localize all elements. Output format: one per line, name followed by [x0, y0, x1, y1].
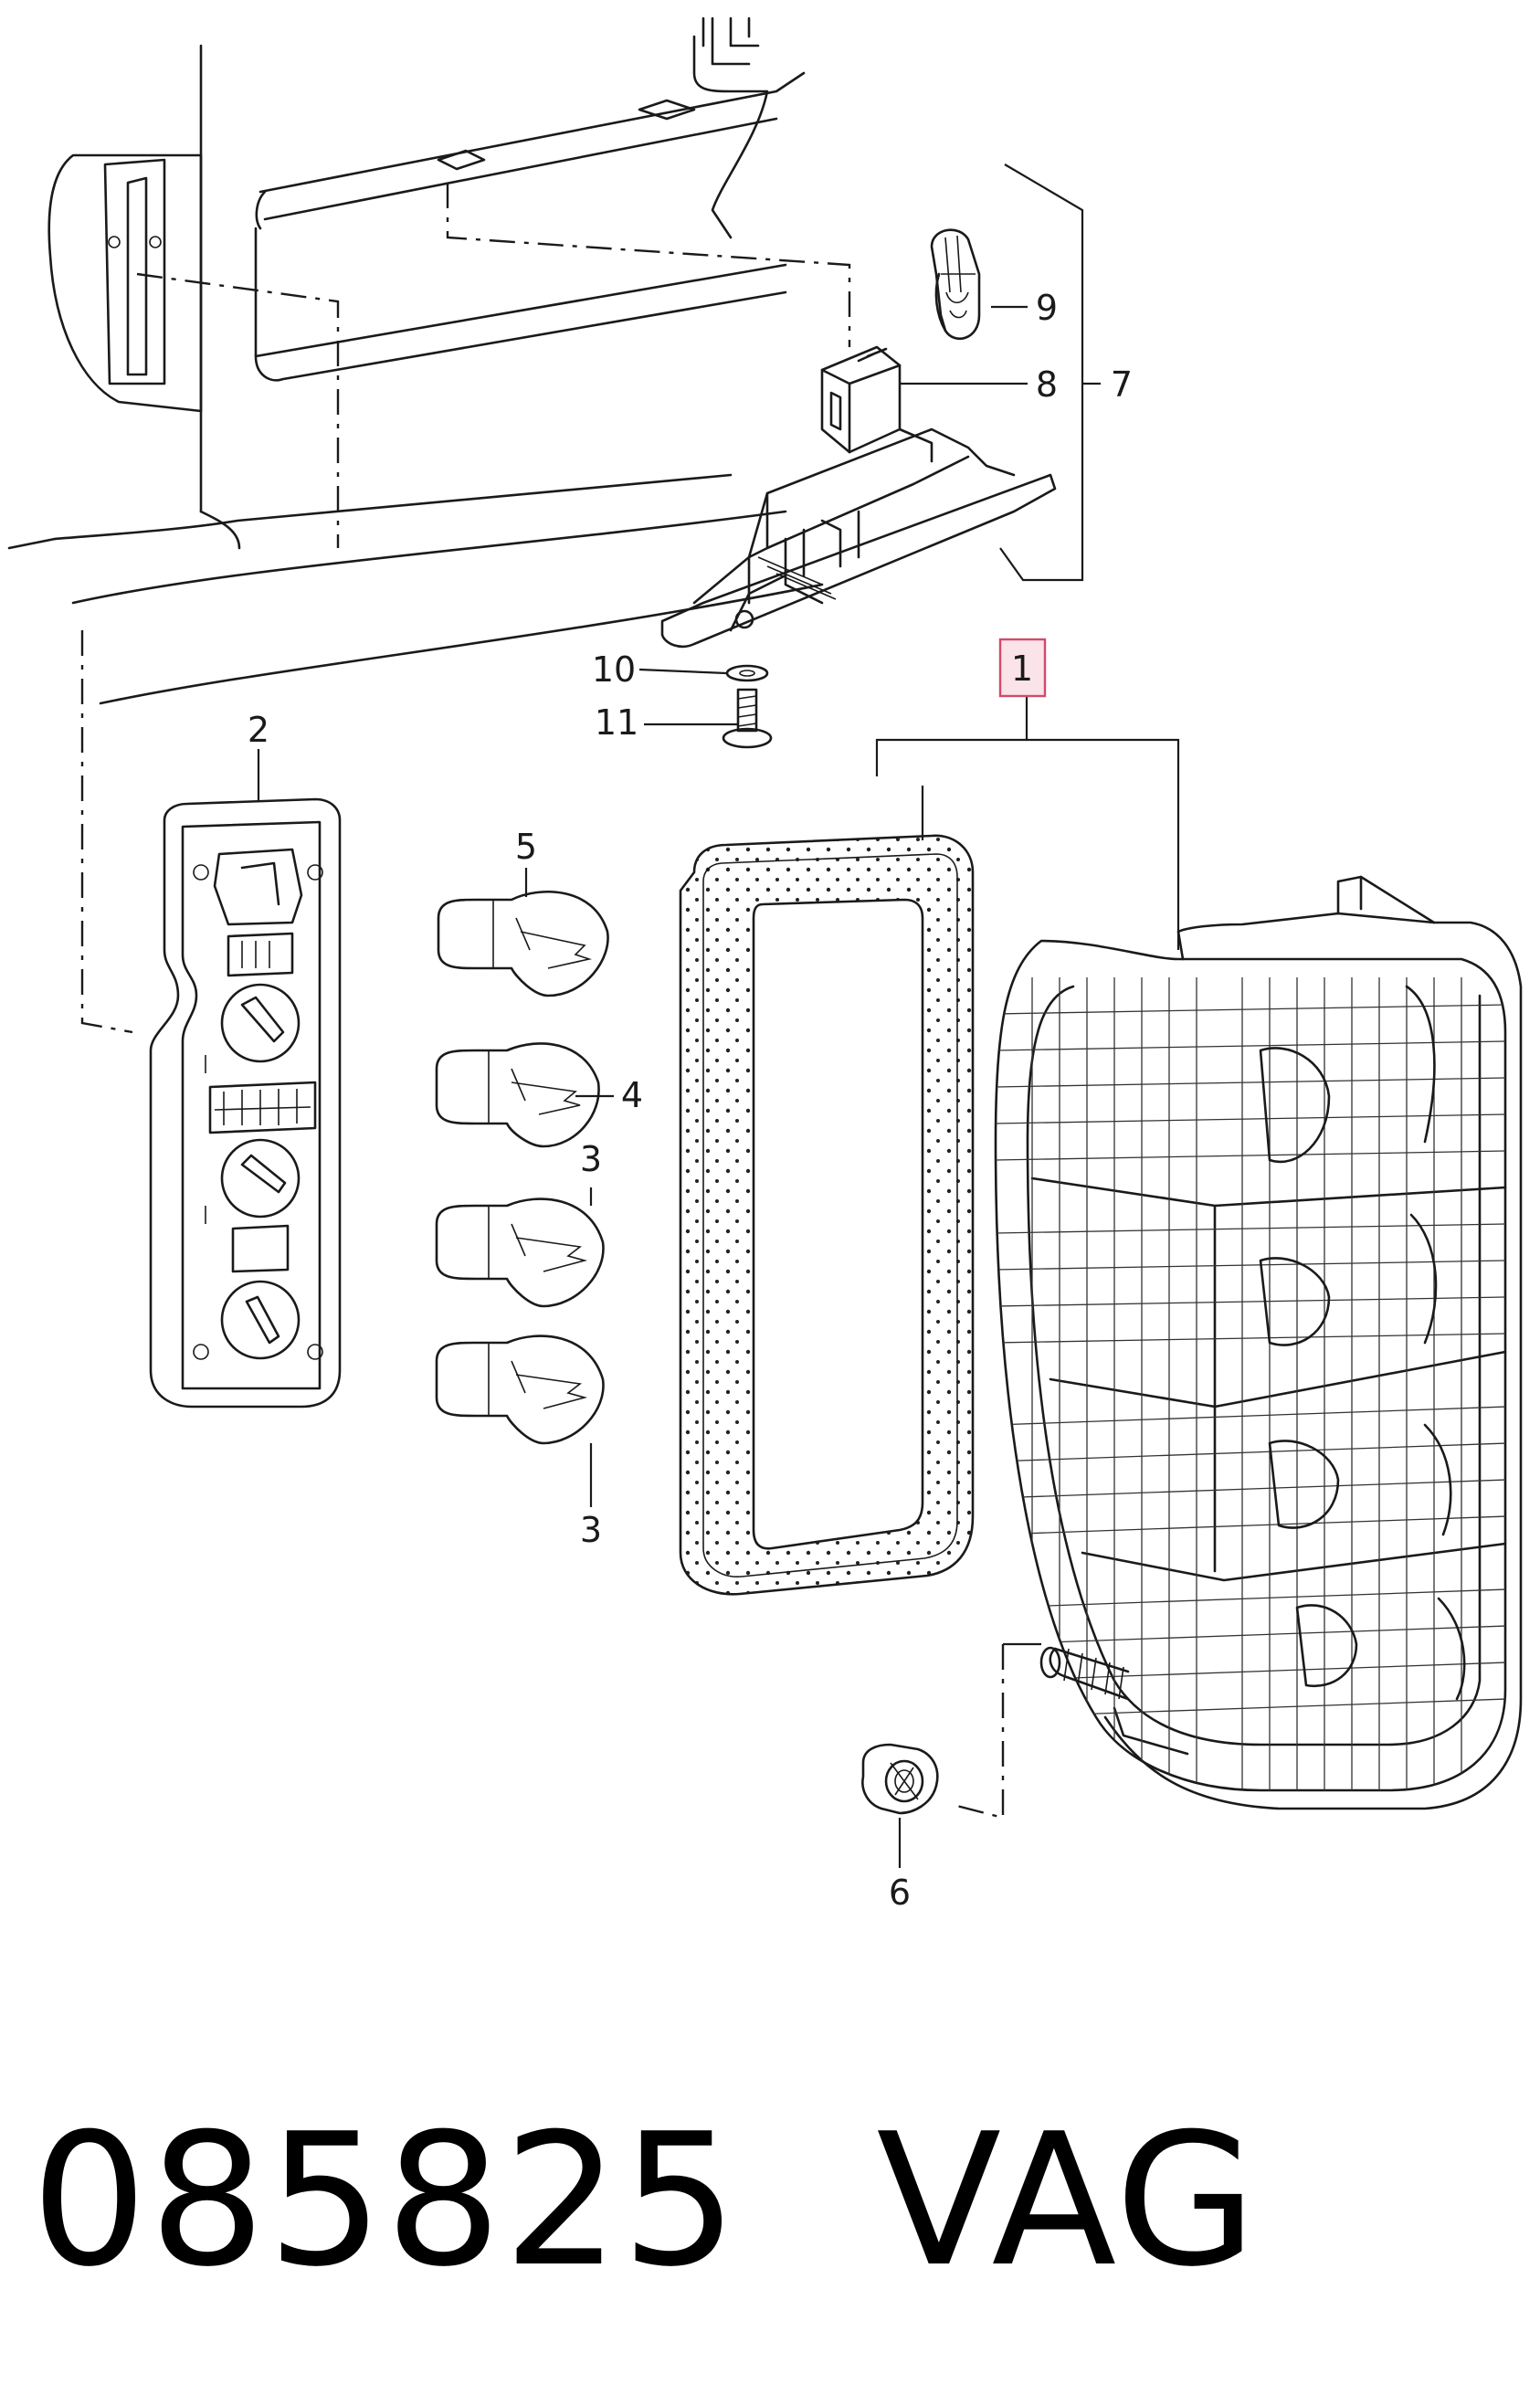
callout-8[interactable]: 8	[1036, 364, 1058, 405]
part-number-caption: 085825 VAG	[31, 2092, 1493, 2311]
callout-labels: 1 2 3 3 4 5 6 7 8 9 10 11	[248, 288, 1133, 1913]
licence-plate-lamp	[446, 164, 1101, 749]
callout-1[interactable]: 1	[1011, 649, 1033, 689]
lamp-gasket	[679, 786, 975, 1596]
callout-3-upper[interactable]: 3	[580, 1139, 602, 1179]
exploded-parts-diagram: 1 2 3 3 4 5 6 7 8 9 10 11	[7, 16, 1523, 1913]
callout-9[interactable]: 9	[1036, 288, 1058, 328]
bulb-holder	[80, 630, 342, 1409]
part-code: 085825	[31, 2094, 740, 2307]
mounting-screw-and-nut	[861, 1642, 1130, 1868]
bulbs	[435, 868, 614, 1507]
callout-3-lower[interactable]: 3	[580, 1510, 602, 1550]
bulb-3-upper	[435, 1198, 605, 1308]
callout-10[interactable]: 10	[592, 649, 636, 690]
bulb-5	[437, 891, 609, 997]
callout-11[interactable]: 11	[595, 702, 638, 743]
callout-4[interactable]: 4	[621, 1075, 643, 1115]
callout-5[interactable]: 5	[515, 827, 537, 867]
highlighted-callout-box	[998, 638, 1047, 698]
bulb-3-lower	[435, 1335, 605, 1445]
tail-lamp-housing	[875, 696, 1523, 1810]
callout-7[interactable]: 7	[1111, 364, 1133, 405]
callout-6[interactable]: 6	[889, 1873, 911, 1913]
vehicle-body-panel	[7, 16, 824, 705]
bulb-4	[435, 1042, 600, 1148]
callout-2[interactable]: 2	[248, 710, 269, 750]
brand-name: VAG	[876, 2094, 1259, 2307]
